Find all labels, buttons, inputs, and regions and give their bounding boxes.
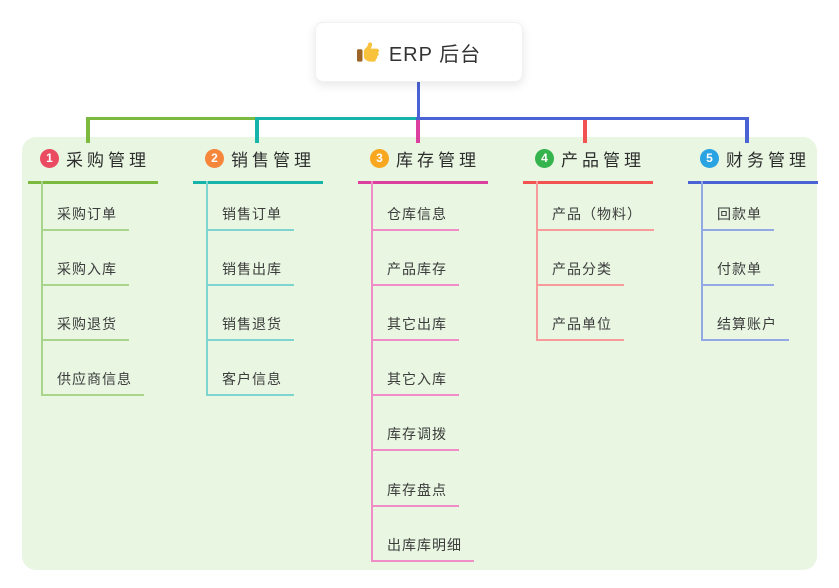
branch-3-column: 3 库存管理仓库信息产品库存其它出库其它入库库存调拨库存盘点出库库明细 (358, 146, 488, 562)
branch-5-column: 5 财务管理回款单付款单结算账户 (688, 146, 818, 341)
branch-4-number-badge: 4 (535, 149, 554, 168)
bar-segment-left (86, 116, 257, 120)
branch-1-label: 采购管理 (66, 151, 150, 170)
tree-node[interactable]: 其它入库 (371, 369, 459, 397)
tree-node[interactable]: 客户信息 (206, 369, 294, 397)
branch-3-number-badge: 3 (370, 149, 389, 168)
tree-node[interactable]: 库存盘点 (371, 480, 459, 507)
branches-background-panel (22, 137, 817, 570)
branch-4-column: 4 产品管理产品（物料） 产品分类产品单位 (523, 146, 654, 341)
branch-5-trunk-line (701, 181, 703, 341)
branch-5-number-badge: 5 (700, 149, 719, 168)
tree-node[interactable]: 其它出库 (371, 314, 459, 341)
branch-1-header[interactable]: 1 采购管理 (28, 146, 158, 184)
root-node-title: ERP 后台 (388, 43, 482, 66)
branch-drop-line (583, 120, 587, 143)
tree-node[interactable]: 结算账户 (701, 314, 789, 341)
tree-node[interactable]: 回款单 (701, 204, 774, 231)
branch-2-number-badge: 2 (205, 149, 224, 168)
branch-3-label: 库存管理 (396, 151, 480, 170)
branch-5-header[interactable]: 5 财务管理 (688, 146, 818, 184)
branch-2-label: 销售管理 (231, 151, 315, 170)
branch-drop-line (86, 120, 90, 143)
branch-1-trunk-line (41, 181, 43, 397)
branch-drop-line (745, 120, 749, 143)
branch-1-number-badge: 1 (40, 149, 59, 168)
tree-node[interactable]: 供应商信息 (41, 369, 144, 397)
tree-node[interactable]: 产品单位 (536, 314, 624, 341)
tree-node[interactable]: 仓库信息 (371, 204, 459, 231)
branch-5-label: 财务管理 (726, 151, 810, 170)
tree-node[interactable]: 销售退货 (206, 314, 294, 341)
branch-4-trunk-line (536, 181, 538, 341)
branch-2-header[interactable]: 2 销售管理 (193, 146, 323, 184)
branch-1-column: 1 采购管理采购订单采购入库采购退货供应商信息 (28, 146, 158, 397)
tree-node[interactable]: 库存调拨 (371, 424, 459, 452)
branch-3-trunk-line (371, 181, 373, 562)
tree-node[interactable]: 销售出库 (206, 259, 294, 286)
branch-3-header[interactable]: 3 库存管理 (358, 146, 488, 184)
branch-drop-line (416, 120, 420, 143)
bar-segment-right (416, 116, 749, 120)
tree-node[interactable]: 产品（物料） (536, 204, 654, 231)
branch-2-column: 2 销售管理销售订单销售出库销售退货客户信息 (193, 146, 323, 397)
bar-segment-middle (255, 116, 418, 120)
thumbs-up-icon (356, 42, 379, 62)
root-node[interactable]: ERP 后台 (315, 22, 523, 82)
tree-node[interactable]: 产品库存 (371, 259, 459, 286)
tree-node[interactable]: 产品分类 (536, 259, 624, 286)
tree-node[interactable]: 采购入库 (41, 259, 129, 286)
tree-node[interactable]: 采购退货 (41, 314, 129, 341)
branch-4-label: 产品管理 (561, 151, 645, 170)
branch-drop-line (255, 120, 259, 143)
branch-2-trunk-line (206, 181, 208, 397)
tree-node[interactable]: 出库库明细 (371, 535, 474, 562)
tree-node[interactable]: 采购订单 (41, 204, 129, 231)
tree-node[interactable]: 销售订单 (206, 204, 294, 231)
tree-node[interactable]: 付款单 (701, 259, 774, 286)
branch-4-header[interactable]: 4 产品管理 (523, 146, 653, 184)
root-connector-line (416, 82, 420, 118)
